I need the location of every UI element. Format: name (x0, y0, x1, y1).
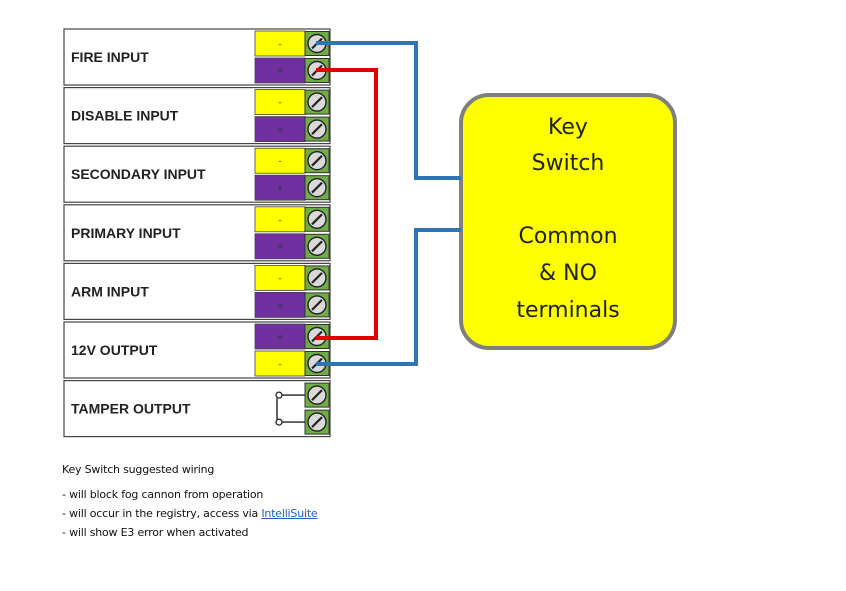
row-box (63, 380, 331, 438)
key-switch-line-6: terminals (516, 298, 619, 323)
negative-terminal-label (254, 350, 306, 377)
key-switch-box: Key Switch Common & NO terminals (459, 93, 677, 350)
polarity-text: + (276, 67, 284, 77)
positive-terminal-label (254, 233, 306, 260)
negative-terminal-label (254, 30, 306, 57)
blue-wire-bottom (316, 228, 461, 366)
row-label: TAMPER OUTPUT (71, 401, 191, 417)
note-line-1: - will block fog cannon from operation (62, 488, 264, 501)
polarity-text: + (276, 301, 284, 311)
positive-terminal-label (254, 323, 306, 350)
row-label: 12V OUTPUT (71, 342, 158, 358)
positive-terminal-label (254, 291, 306, 318)
positive-terminal-label (254, 116, 306, 142)
wiring-notes: Key Switch suggested wiring - will block… (62, 463, 318, 542)
row-disable-input: DISABLE INPUT - + (63, 86, 331, 145)
polarity-text: - (278, 274, 281, 284)
row-arm-input: ARM INPUT - + (63, 262, 331, 320)
negative-terminal-label (254, 89, 306, 115)
row-label: FIRE INPUT (71, 49, 149, 65)
positive-terminal-label (254, 174, 306, 201)
screw-terminal-icon (304, 175, 330, 201)
polarity-text: - (278, 215, 281, 225)
blue-wire-top (316, 41, 461, 180)
row-tamper-output: TAMPER OUTPUT (63, 380, 331, 438)
screw-terminal-icon (304, 89, 330, 115)
row-label: ARM INPUT (71, 283, 149, 299)
key-switch-line-2: Switch (532, 151, 605, 176)
polarity-text: - (278, 98, 281, 108)
intellisuite-link[interactable]: IntelliSuite (261, 507, 318, 520)
row-fire-input: FIRE INPUT - + (63, 28, 331, 86)
tamper-switch-icon (275, 391, 305, 426)
note-line-2-text: - will occur in the registry, access via (62, 507, 262, 520)
key-switch-line-4: Common (518, 224, 617, 249)
key-switch-line-1: Key (548, 115, 588, 140)
positive-terminal-label (254, 57, 306, 84)
row-label: SECONDARY INPUT (71, 166, 206, 182)
terminal-rows: FIRE INPUT-+DISABLE INPUT-+SECONDARY INP… (63, 28, 331, 438)
screw-terminal-icon (304, 409, 330, 435)
screw-terminal-icon (304, 233, 330, 259)
polarity-text: + (276, 242, 284, 252)
row-label: PRIMARY INPUT (71, 225, 181, 241)
polarity-text: + (276, 333, 284, 343)
row-label: DISABLE INPUT (71, 108, 179, 124)
screw-terminal-icon (304, 148, 330, 174)
negative-terminal-label (254, 147, 306, 174)
key-switch-line-5: & NO (539, 261, 597, 286)
screw-terminal-icon (304, 265, 330, 291)
screw-terminal-icon (304, 292, 330, 318)
polarity-text: + (276, 184, 284, 194)
polarity-text: - (278, 40, 281, 50)
screw-terminal-icon (304, 206, 330, 232)
screw-terminal-icon (304, 382, 330, 408)
polarity-text: - (278, 360, 281, 370)
row-secondary-input: SECONDARY INPUT - + (63, 145, 331, 203)
red-wire (316, 68, 378, 340)
notes-title: Key Switch suggested wiring (62, 463, 215, 476)
row-primary-input: PRIMARY INPUT - + (63, 204, 331, 262)
row-12v-output: 12V OUTPUT + - (63, 321, 331, 379)
note-line-2: - will occur in the registry, access via… (62, 504, 318, 523)
polarity-text: - (278, 157, 281, 167)
screw-terminal-icon (304, 116, 330, 142)
negative-terminal-label (254, 206, 306, 233)
polarity-text: + (276, 125, 284, 135)
note-line-3: - will show E3 error when activated (62, 526, 249, 539)
wires (316, 41, 461, 366)
